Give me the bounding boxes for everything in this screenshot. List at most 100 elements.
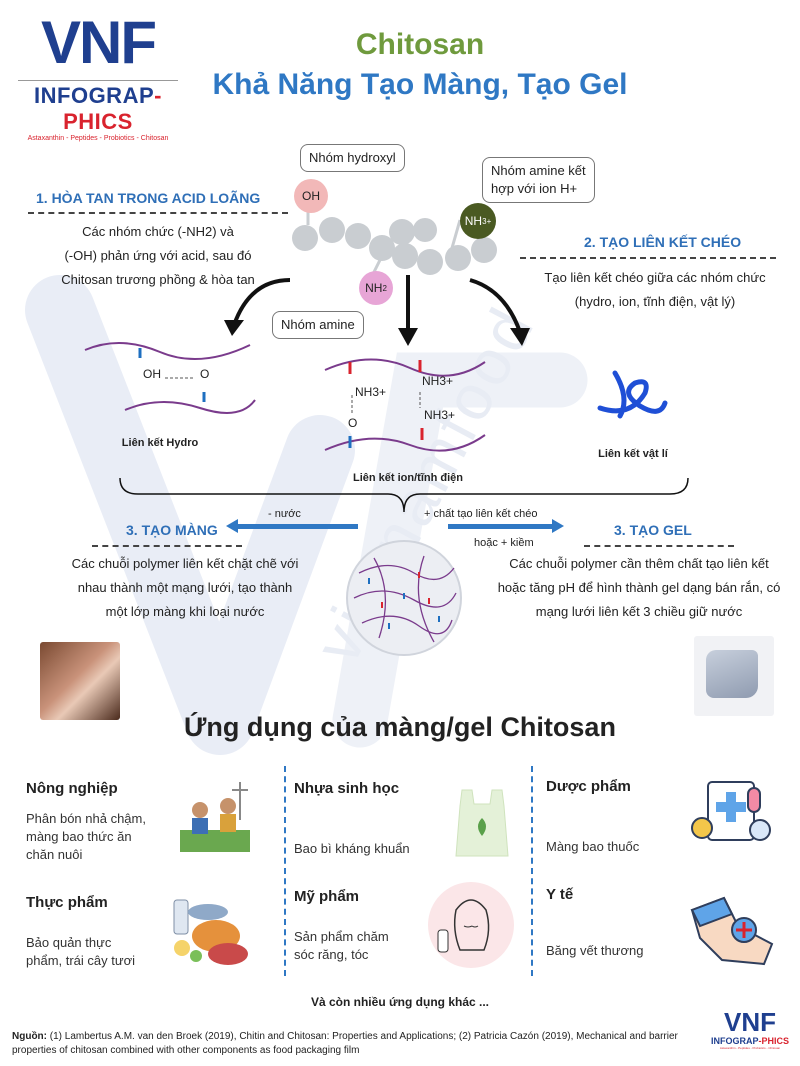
step3-film-heading: 3. TẠO MÀNG: [126, 522, 218, 538]
chain-node: [369, 235, 395, 261]
chain-node: [471, 237, 497, 263]
app-agriculture-text: Phân bón nhả chậm, màng bao thức ăn chăn…: [26, 810, 146, 864]
ion-o: O: [348, 416, 358, 430]
step1-line: Các nhóm chức (-NH2) và: [82, 224, 234, 239]
right-arrow-label-1: + chất tạo liên kết chéo: [424, 508, 538, 520]
step3-gel-text: Các chuỗi polymer cần thêm chất tạo liên…: [478, 552, 800, 624]
hydro-oh: OH: [143, 367, 161, 381]
page-subtitle: Khả Năng Tạo Màng, Tạo Gel: [212, 68, 628, 101]
step3-gel-line: Các chuỗi polymer cần thêm chất tạo liên…: [509, 556, 769, 571]
footer-logo-name-part2: -PHICS: [758, 1036, 790, 1046]
app-medical-heading: Y tế: [546, 886, 574, 903]
app-bioplastic-heading: Nhựa sinh học: [294, 780, 400, 797]
page-title: Chitosan: [355, 28, 485, 61]
footer-logo-name: INFOGRAP-PHICS: [710, 1036, 790, 1046]
chain-node: [392, 243, 418, 269]
step3-gel-line: hoặc tăng pH để hình thành gel dạng bán …: [497, 580, 781, 595]
chitosan-molecule: [292, 195, 497, 281]
hydrogen-bond-diagram: [84, 341, 256, 414]
hydro-o: O: [200, 367, 210, 381]
step2-line: Tạo liên kết chéo giữa các nhóm chức: [544, 270, 766, 285]
app-pharma-text: Màng bao thuốc: [546, 838, 639, 856]
step3-film-divider: [92, 545, 242, 547]
app-food-text: Bảo quản thực phẩm, trái cây tươi: [26, 934, 135, 970]
callout-amine-h-line2: hợp với ion H+: [491, 181, 578, 196]
ion-nh3-a: NH3+: [422, 374, 454, 388]
column-divider-1: [284, 766, 286, 976]
app-text-line: Băng vết thương: [546, 943, 644, 958]
physical-bond-diagram: [597, 370, 668, 419]
column-divider-2: [531, 766, 533, 976]
film-photo: [40, 642, 120, 720]
right-arrow: [448, 524, 552, 529]
chain-node: [417, 249, 443, 275]
right-arrowhead: [552, 519, 564, 533]
app-text-line: sóc răng, tóc: [294, 947, 369, 962]
step1-line: (-OH) phản ứng với acid, sau đó: [64, 248, 252, 263]
app-text-line: Bảo quản thực: [26, 935, 112, 950]
bandage-icon: [690, 896, 774, 966]
step3-gel-line: mạng lưới liên kết 3 chiều giữ nước: [535, 604, 743, 619]
app-bioplastic-text: Bao bì kháng khuẩn: [294, 840, 410, 858]
farmers-icon: [180, 782, 250, 852]
flow-arrows: [224, 275, 530, 346]
step3-film-line: Các chuỗi polymer liên kết chặt chẽ với: [71, 556, 299, 571]
footer-logo-tagline: Astaxanthin - Peptides - Probiotics - Ch…: [719, 1046, 781, 1050]
more-applications: Và còn nhiều ứng dụng khác ...: [310, 995, 490, 1009]
nh2-subscript: 2: [382, 283, 387, 293]
app-text-line: Màng bao thuốc: [546, 839, 640, 854]
chain-node: [319, 217, 345, 243]
ionic-bond-diagram: [324, 358, 486, 452]
step2-text: Tạo liên kết chéo giữa các nhóm chức (hy…: [510, 266, 800, 314]
nh3-label: NH: [464, 214, 483, 228]
ion-nh3-c: NH3+: [424, 408, 456, 422]
step3-gel-heading: 3. TẠO GEL: [614, 522, 692, 538]
left-arrow: [236, 524, 358, 529]
app-text-line: màng bao thức ăn: [26, 829, 132, 844]
callout-hydroxyl: Nhóm hydroxyl: [300, 144, 405, 172]
callout-amine-h-line1: Nhóm amine kết: [491, 163, 586, 178]
app-text-line: Bao bì kháng khuẩn: [294, 841, 410, 856]
logo-tagline: Astaxanthin - Peptides - Probiotics - Ch…: [27, 135, 169, 142]
nh3-subscript: 3: [482, 216, 487, 226]
chain-node: [389, 219, 415, 245]
ion-nh3-b: NH3+: [355, 385, 387, 399]
step3-film-line: nhau thành một mạng lưới, tạo thành: [77, 580, 293, 595]
step2-line: (hydro, ion, tĩnh điện, vật lý): [574, 294, 736, 309]
physical-bond-label: Liên kết vật lí: [598, 448, 668, 460]
applications-title: Ứng dụng của màng/gel Chitosan: [184, 712, 616, 742]
chain-node: [345, 223, 371, 249]
app-food-heading: Thực phẩm: [26, 894, 108, 911]
app-medical-text: Băng vết thương: [546, 942, 643, 960]
right-arrow-label-2: hoặc + kiềm: [474, 537, 534, 549]
polymer-network: [346, 540, 462, 656]
left-arrowhead: [226, 519, 238, 533]
bracket: [119, 477, 689, 513]
logo-name-part1: INFOGRAP: [34, 83, 155, 108]
step2-divider: [520, 257, 776, 259]
ion-bond-label: Liên kết ion/tĩnh điện: [353, 472, 463, 484]
app-cosmetics-text: Sản phẩm chăm sóc răng, tóc: [294, 928, 389, 964]
chain-node: [292, 225, 318, 251]
callout-amine-h: Nhóm amine kết hợp với ion H+: [482, 157, 595, 203]
step3-gel-divider: [584, 545, 734, 547]
footer-logo-name-part1: INFOGRAP: [710, 1036, 759, 1046]
left-arrow-label: - nước: [268, 508, 301, 520]
vnf-logo-footer: VNF INFOGRAP-PHICS Astaxanthin - Peptide…: [710, 1008, 790, 1050]
step3-film-line: một lớp màng khi loại nước: [105, 604, 265, 619]
vnf-logo: VNF INFOGRAP-PHICS Astaxanthin - Peptide…: [18, 12, 178, 142]
cosmetics-icon: [428, 882, 514, 968]
nh2-label: NH: [365, 281, 383, 295]
oh-node: OH: [294, 179, 328, 213]
app-cosmetics-heading: Mỹ phẩm: [294, 888, 360, 905]
logo-name: INFOGRAP-PHICS: [18, 80, 178, 135]
oh-label: OH: [302, 189, 320, 203]
gel-sample: [706, 650, 758, 698]
nh3-superscript: +: [486, 216, 492, 226]
app-text-line: phẩm, trái cây tươi: [26, 953, 135, 968]
source-text: (1) Lambertus A.M. van den Broek (2019),…: [12, 1031, 678, 1056]
app-pharma-heading: Dược phẩm: [546, 778, 631, 795]
app-text-line: Sản phẩm chăm: [294, 929, 389, 944]
